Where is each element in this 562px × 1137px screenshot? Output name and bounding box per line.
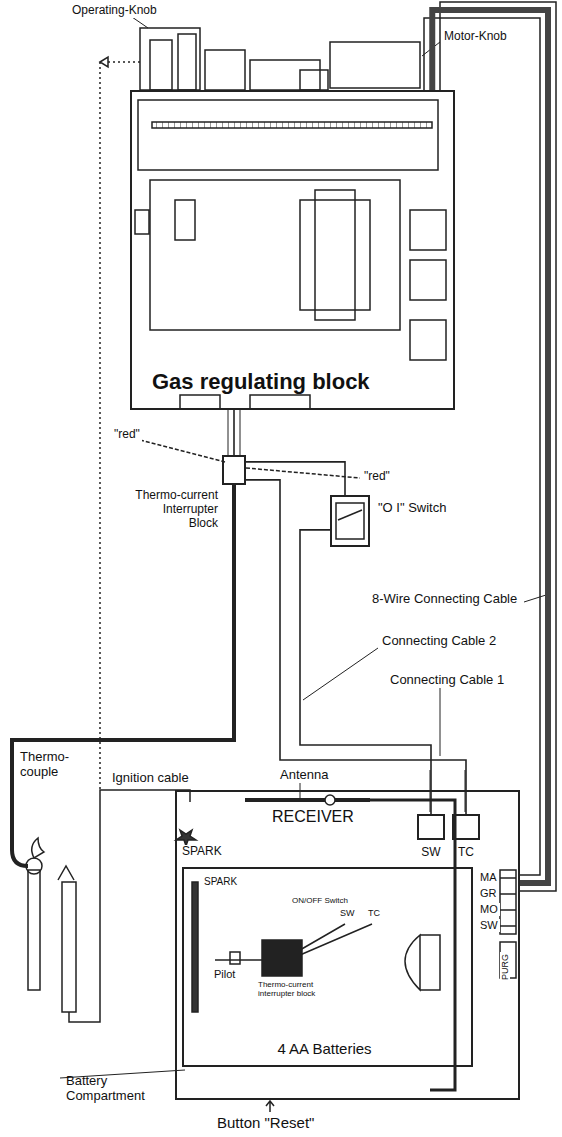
part-label: Thermo-current interrupter block — [256, 980, 350, 998]
terminal-label: SW — [338, 908, 357, 918]
pin-label: GR — [478, 887, 499, 900]
node-title: Battery Compartment — [66, 1074, 166, 1104]
receiver-box: RECEIVERBattery Compartment4 AA Batterie… — [175, 790, 520, 1100]
terminal-label: SPARK — [202, 876, 239, 888]
cable-label: Connecting Cable 1 — [388, 673, 506, 688]
wire-cable — [432, 10, 548, 883]
gas-block-detail — [12, 2, 556, 1112]
node-text: 4 AA Batteries — [184, 1040, 465, 1057]
pin-label: MO — [478, 903, 500, 916]
part-label: Operating-Knob — [70, 4, 159, 18]
pin-label: SW — [478, 919, 500, 932]
node-title: "O I" Switch — [378, 501, 474, 516]
terminal-label: TC — [366, 908, 382, 918]
part-label: Thermo-couple — [18, 750, 82, 780]
wire-color: "red" — [112, 428, 142, 442]
cable-label: 8-Wire Connecting Cable — [370, 592, 519, 607]
node-title: TC — [450, 846, 482, 860]
tc-connector: TC — [452, 814, 480, 840]
button-label: Button "Reset" — [215, 1114, 316, 1131]
node-title: RECEIVER — [272, 808, 354, 826]
gas-block: Gas regulating block — [130, 90, 455, 410]
interrupter-block: Thermo-current Interrupter Block — [222, 455, 246, 485]
part-label: Ignition cable — [110, 771, 191, 786]
wire — [233, 410, 235, 455]
wire-color: "red" — [362, 470, 392, 484]
cable-label: Connecting Cable 2 — [380, 634, 498, 649]
part-label: Antenna — [278, 768, 330, 783]
pin-label: PURG — [500, 952, 510, 982]
terminal-label: SPARK — [180, 845, 224, 859]
part-label: ON/OFF Switch — [290, 896, 350, 905]
node-title: Thermo-current Interrupter Block — [134, 489, 218, 530]
part-label: Motor-Knob — [442, 30, 509, 44]
part-label: Pilot — [212, 968, 237, 981]
node-title: SW — [415, 846, 447, 860]
node-title: Gas regulating block — [152, 369, 370, 394]
on-off-switch: "O I" Switch — [330, 495, 370, 547]
wire — [246, 462, 345, 495]
sw-connector: SW — [417, 814, 445, 840]
pin-label: MA — [478, 871, 499, 884]
